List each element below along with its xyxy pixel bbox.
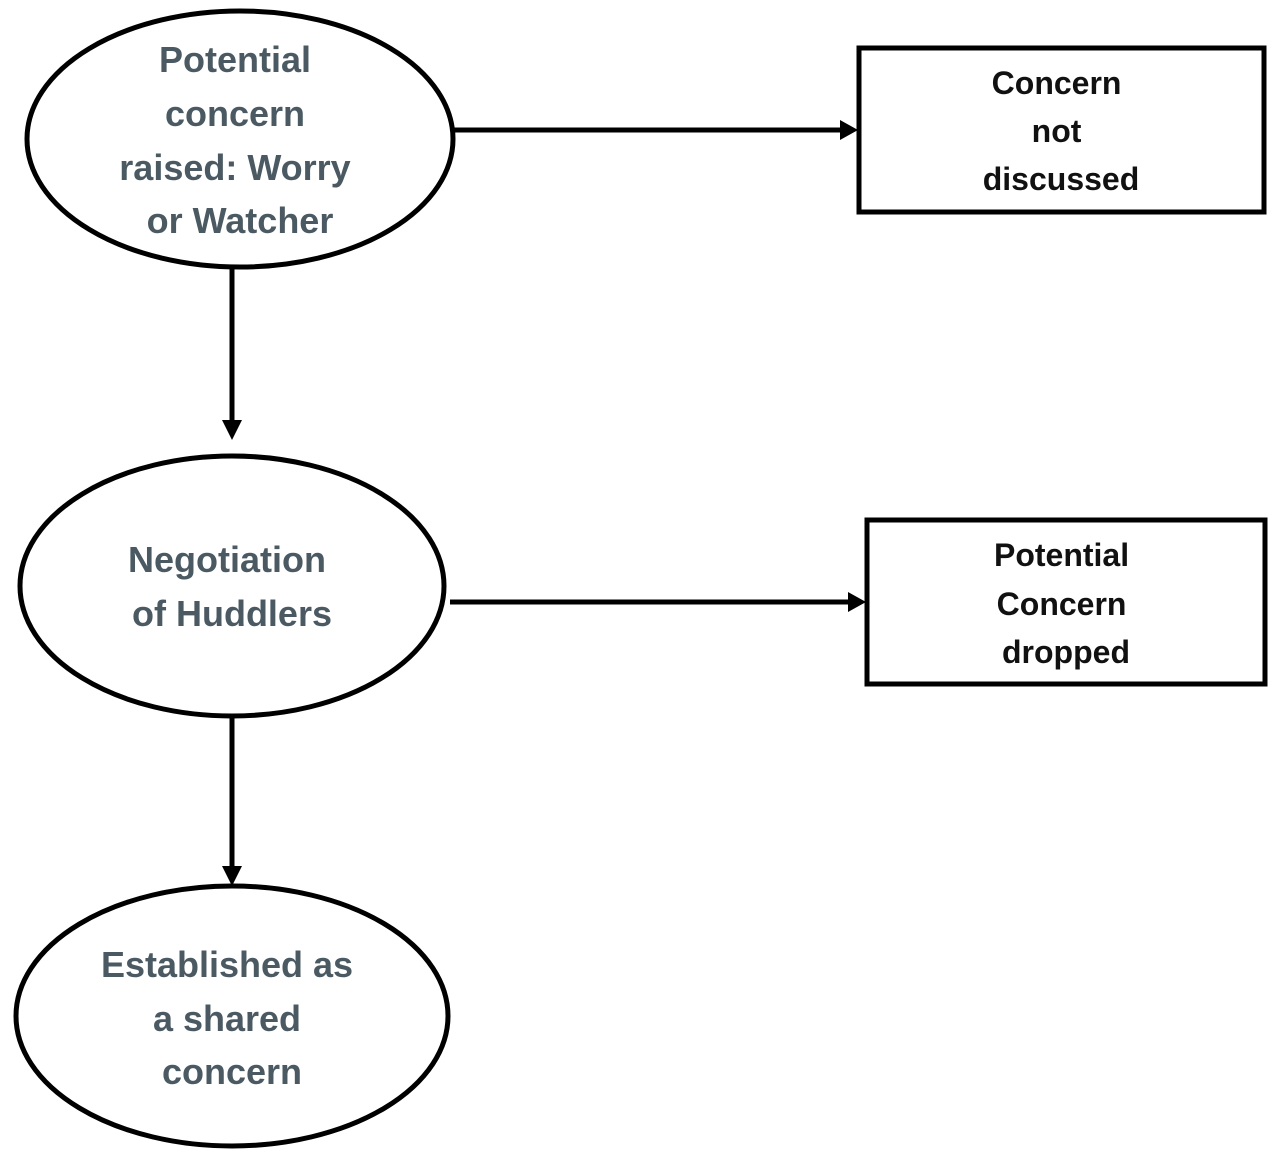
svg-text:Negotiation of Huddlers: Negotiation of Huddlers	[128, 539, 336, 634]
edges	[222, 120, 866, 886]
node-potential-concern-dropped: Potential Concern dropped	[864, 517, 1268, 687]
node-label-line: dropped	[1002, 634, 1130, 670]
node-label-line: Concern	[992, 65, 1122, 101]
node-label-line: or Watcher	[147, 200, 334, 241]
arrowhead-right-icon	[848, 592, 866, 612]
node-concern-not-discussed: Concern not discussed	[856, 45, 1267, 215]
edge-raised-to-negotiation	[222, 266, 242, 440]
node-established-shared-concern: Established as a shared concern	[13, 883, 451, 1149]
svg-text:Potential Concern: Potential Concern dropped	[994, 537, 1138, 670]
node-label-line: raised: Worry	[119, 147, 350, 188]
node-label-line: Established as	[101, 944, 353, 985]
edge-negotiation-to-established	[222, 716, 242, 886]
node-label-line: concern	[162, 1051, 302, 1092]
node-label-line: Potential	[994, 537, 1129, 573]
node-label-line: Negotiation	[128, 539, 326, 580]
edge-raised-to-not-discussed	[452, 120, 858, 140]
node-label-line: Potential	[159, 39, 311, 80]
svg-text:Potential concern: Potential concern raised: Worry or Watch…	[119, 39, 360, 241]
node-label-line: Concern	[997, 586, 1127, 622]
node-label-line: not	[1032, 113, 1082, 149]
node-potential-concern-raised: Potential concern raised: Worry or Watch…	[24, 8, 456, 270]
svg-text:Established as a shared: Established as a shared concern	[101, 944, 363, 1092]
node-label-line: discussed	[983, 161, 1140, 197]
arrowhead-down-icon	[222, 420, 242, 440]
svg-text:Concern not discus: Concern not discussed	[983, 65, 1140, 197]
node-negotiation-of-huddlers: Negotiation of Huddlers	[17, 453, 447, 719]
arrowhead-right-icon	[840, 120, 858, 140]
node-label-line: a shared	[153, 998, 301, 1039]
arrowhead-down-icon	[222, 866, 242, 886]
node-label-line: of Huddlers	[132, 593, 332, 634]
edge-negotiation-to-dropped	[450, 592, 866, 612]
node-label-line: concern	[165, 93, 305, 134]
